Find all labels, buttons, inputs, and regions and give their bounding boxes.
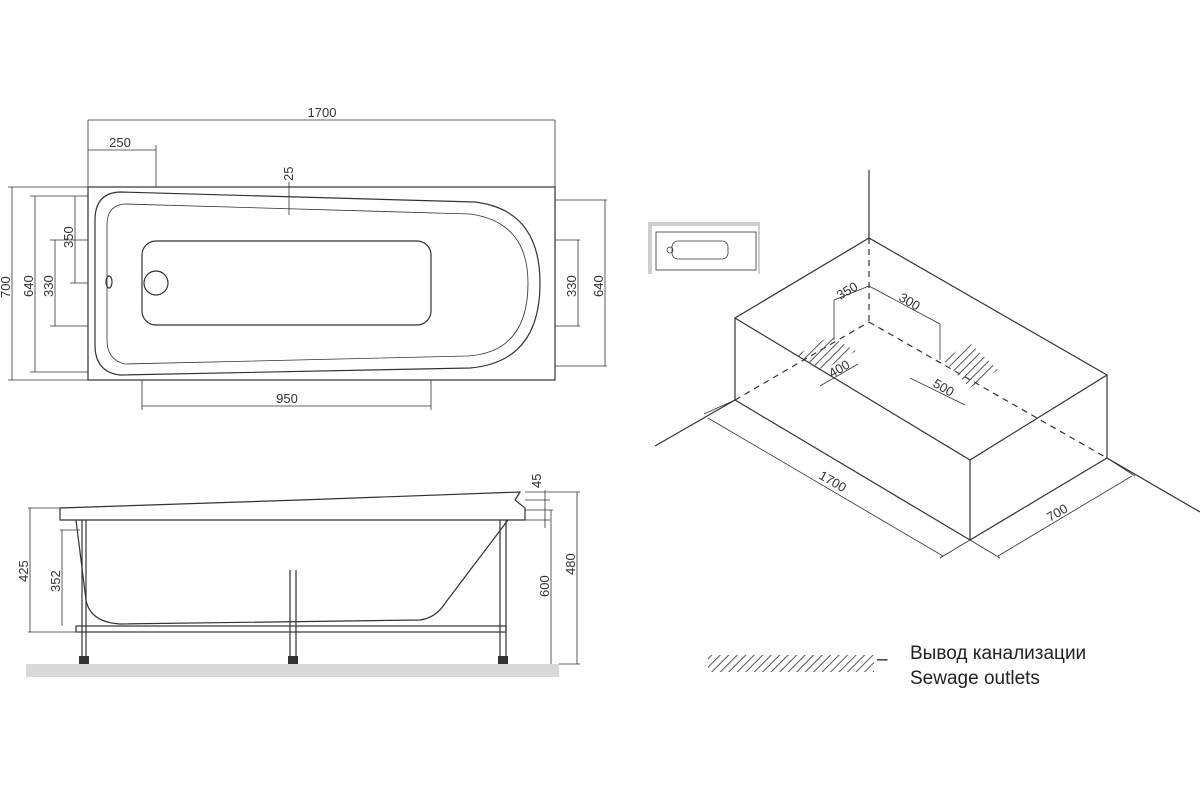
legend-dash: – xyxy=(877,649,888,670)
dim-width-640: 640 xyxy=(21,275,36,297)
dim-rim-45: 45 xyxy=(529,474,544,488)
thumbnail-tub xyxy=(655,231,757,271)
wall-line-right xyxy=(1106,457,1200,513)
side-view: 425 352 45 600 480 xyxy=(16,474,580,677)
dim-640-right: 640 xyxy=(591,275,606,297)
legend-hatch-swatch xyxy=(708,655,874,672)
foot-left xyxy=(79,656,89,664)
dim-iso-500: 500 xyxy=(931,376,957,400)
outlet-hatch-1 xyxy=(797,336,856,370)
frame-rail xyxy=(75,625,507,633)
dim-height-352: 352 xyxy=(48,570,63,592)
legend-label-en: Sewage outlets xyxy=(910,668,1040,689)
dim-iso-350: 350 xyxy=(834,279,860,303)
thumbnail-drain-icon xyxy=(666,246,674,254)
dim-line-400-iso xyxy=(819,363,859,387)
tub-floor xyxy=(141,240,432,326)
ext-line xyxy=(939,539,971,559)
hidden-edge xyxy=(868,321,1108,459)
dim-line-300-iso xyxy=(868,285,941,325)
dim-iso-300: 300 xyxy=(897,290,923,314)
thumbnail-bg xyxy=(652,226,758,274)
overflow-icon xyxy=(105,275,113,289)
tub-rim-side xyxy=(59,491,526,521)
dim-length: 1700 xyxy=(308,105,337,120)
box-edge xyxy=(734,399,971,541)
legend-label-ru: Вывод канализации xyxy=(910,643,1087,664)
foot-right xyxy=(498,656,508,664)
dim-floor-length: 950 xyxy=(276,391,298,406)
dim-330-left: 330 xyxy=(41,275,56,297)
dim-350-outlet: 350 xyxy=(61,226,76,248)
dim-330-right: 330 xyxy=(564,275,579,297)
dim-height-425: 425 xyxy=(16,560,31,582)
floor-slab xyxy=(26,664,559,677)
iso-view: 350 300 400 500 1700 700 xyxy=(654,170,1200,559)
dim-height-480: 480 xyxy=(563,553,578,575)
outlet-hatch-2 xyxy=(943,343,998,388)
ext-line xyxy=(969,539,1001,559)
ext-line xyxy=(703,399,736,415)
dim-width-700: 700 xyxy=(0,276,13,298)
dim-outlet-offset: 250 xyxy=(109,135,131,150)
ext-line xyxy=(1106,457,1136,477)
dim-line-700-iso xyxy=(997,475,1133,557)
dim-line-500-iso xyxy=(909,377,966,406)
foot-middle xyxy=(288,656,298,664)
dim-line-350-iso xyxy=(833,285,870,301)
tub-inner-rim xyxy=(94,191,541,376)
dim-height-600: 600 xyxy=(537,575,552,597)
tub-body-side xyxy=(75,519,509,625)
wall-line-left xyxy=(654,399,736,447)
tub-outline xyxy=(87,186,556,381)
drain-icon xyxy=(143,270,169,296)
tub-basin xyxy=(106,203,529,365)
thumbnail-basin xyxy=(671,240,729,260)
dim-iso-700: 700 xyxy=(1044,501,1070,525)
dim-rim-offset: 25 xyxy=(281,167,296,181)
plan-view: 1700 250 25 700 640 330 350 330 640 xyxy=(0,105,607,410)
box-edge xyxy=(969,457,1108,541)
thumbnail xyxy=(648,222,760,274)
dim-line-1700-iso xyxy=(707,417,944,557)
hidden-edge xyxy=(734,321,870,401)
